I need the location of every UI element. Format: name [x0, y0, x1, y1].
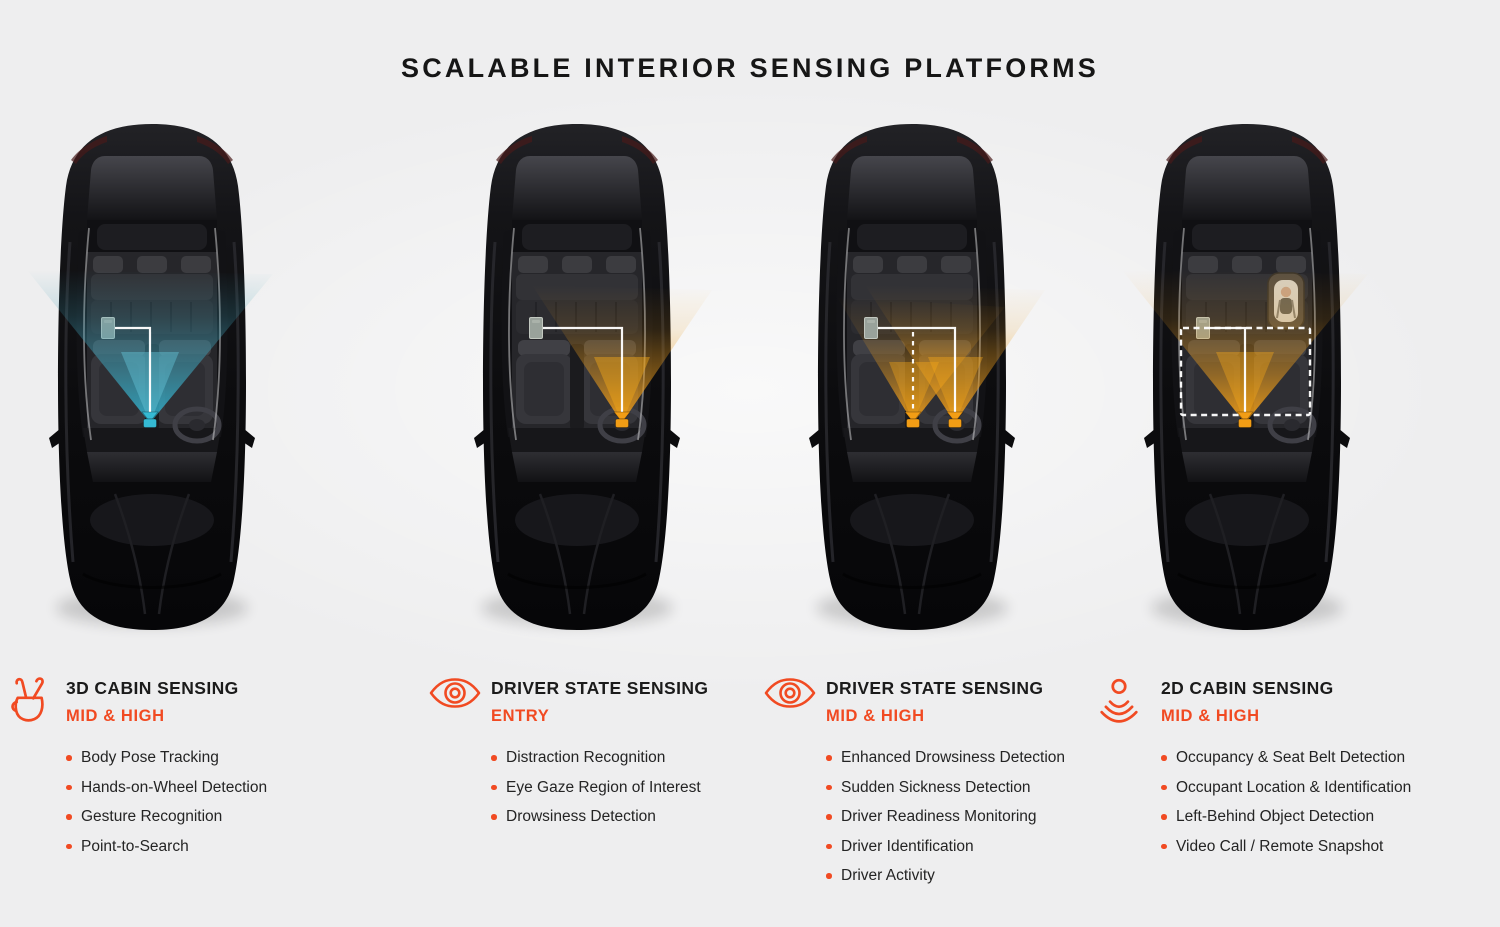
feature-item: Point-to-Search [66, 832, 335, 862]
feature-item: Driver Identification [826, 832, 1095, 862]
camera-icon [946, 411, 964, 428]
platform-column-driver-midhigh: DRIVER STATE SENSING MID & HIGH Enhanced… [760, 122, 1095, 912]
feature-item: Eye Gaze Region of Interest [491, 773, 760, 803]
platform-column-2d-cabin: 2D CABIN SENSING MID & HIGH Occupancy & … [1095, 122, 1430, 912]
legend-2d-cabin: 2D CABIN SENSING MID & HIGH Occupancy & … [1095, 676, 1430, 861]
feature-item: Driver Readiness Monitoring [826, 802, 1095, 832]
camera-icon [613, 411, 631, 428]
camera-icon [141, 411, 159, 428]
car-top-view-illustration [474, 122, 712, 632]
platform-name: DRIVER STATE SENSING [826, 678, 1044, 698]
camera-icon [904, 411, 922, 428]
feature-item: Enhanced Drowsiness Detection [826, 743, 1095, 773]
platform-name: DRIVER STATE SENSING [491, 678, 709, 698]
feature-list: Body Pose Tracking Hands-on-Wheel Detect… [66, 743, 335, 861]
feature-item: Drowsiness Detection [491, 802, 760, 832]
page-title: SCALABLE INTERIOR SENSING PLATFORMS [400, 53, 1099, 83]
legend-driver-entry: DRIVER STATE SENSING ENTRY Distraction R… [425, 676, 760, 832]
eye-icon [429, 678, 481, 708]
legend-3d-cabin: 3D CABIN SENSING MID & HIGH Body Pose Tr… [0, 676, 335, 861]
camera-icon [1236, 411, 1254, 428]
platform-name: 2D CABIN SENSING [1161, 678, 1334, 698]
platform-column-driver-entry: DRIVER STATE SENSING ENTRY Distraction R… [425, 122, 760, 912]
car-top-view-illustration [809, 122, 1045, 632]
ecu-module [864, 317, 878, 339]
eye-icon [764, 678, 816, 708]
feature-item: Hands-on-Wheel Detection [66, 773, 335, 803]
platform-tier: MID & HIGH [66, 707, 165, 725]
car-top-view-illustration [1122, 122, 1368, 632]
feature-item: Distraction Recognition [491, 743, 760, 773]
feature-item: Left-Behind Object Detection [1161, 802, 1430, 832]
feature-item: Occupant Location & Identification [1161, 773, 1430, 803]
feature-list: Distraction Recognition Eye Gaze Region … [491, 743, 760, 832]
platform-column-3d-cabin: 3D CABIN SENSING MID & HIGH Body Pose Tr… [0, 122, 335, 912]
platform-tier: ENTRY [491, 707, 550, 725]
platform-name: 3D CABIN SENSING [66, 678, 239, 698]
feature-item: Video Call / Remote Snapshot [1161, 832, 1430, 862]
platform-tier: MID & HIGH [1161, 707, 1260, 725]
feature-item: Sudden Sickness Detection [826, 773, 1095, 803]
feature-item: Gesture Recognition [66, 802, 335, 832]
ecu-module [529, 317, 543, 339]
platform-tier: MID & HIGH [826, 707, 925, 725]
peace-hand-icon [11, 677, 44, 722]
car-top-view-illustration [27, 122, 273, 632]
feature-list: Enhanced Drowsiness Detection Sudden Sic… [826, 743, 1095, 891]
feature-list: Occupancy & Seat Belt Detection Occupant… [1161, 743, 1430, 861]
legend-driver-midhigh: DRIVER STATE SENSING MID & HIGH Enhanced… [760, 676, 1095, 891]
feature-item: Occupancy & Seat Belt Detection [1161, 743, 1430, 773]
feature-item: Body Pose Tracking [66, 743, 335, 773]
feature-item: Driver Activity [826, 861, 1095, 891]
2d-sensor-icon [1100, 678, 1138, 723]
